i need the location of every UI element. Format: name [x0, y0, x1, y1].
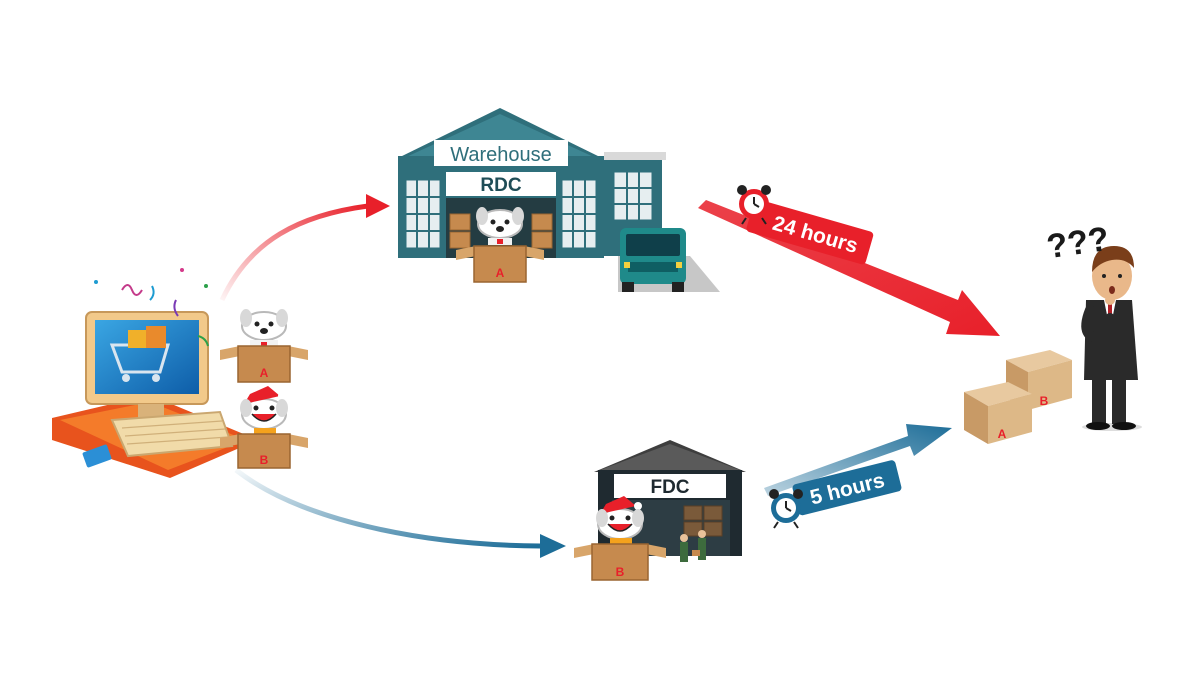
fdc-box-b-label: B: [616, 565, 625, 579]
shopping-cart-icon: [109, 326, 171, 382]
alarm-clock-blue-icon: [769, 489, 803, 529]
alarm-clock-red-icon: [737, 185, 771, 225]
delivered-box-a-label: A: [998, 427, 1007, 441]
truck-icon: [618, 228, 720, 292]
confetti: [94, 268, 209, 347]
rdc-box-a-label: A: [496, 266, 505, 280]
confused-customer: [1081, 246, 1142, 431]
delivered-box-a: A: [964, 382, 1032, 444]
fast-delivery-arrow: [764, 424, 952, 496]
warehouse-sign-text: Warehouse: [450, 144, 552, 166]
fdc-dog-in-box-b: B: [574, 496, 666, 581]
arrow-to-fdc: [234, 468, 566, 558]
fdc-label: FDC: [650, 477, 689, 498]
arrow-to-rdc: [219, 194, 390, 302]
question-marks: ???: [1044, 220, 1111, 266]
workers-icon: [680, 530, 706, 562]
delivered-box-b-label: B: [1040, 394, 1049, 408]
warehouse-sign: [434, 140, 568, 166]
online-shop-computer: [52, 268, 258, 478]
dog-in-box-b: B: [220, 386, 308, 469]
origin-box-b-label: B: [260, 453, 269, 467]
rdc-label: RDC: [480, 175, 521, 196]
dog-in-box-a: A: [220, 309, 308, 383]
rdc-dog-in-box-a: A: [456, 207, 544, 283]
origin-box-a-label: A: [260, 366, 269, 380]
